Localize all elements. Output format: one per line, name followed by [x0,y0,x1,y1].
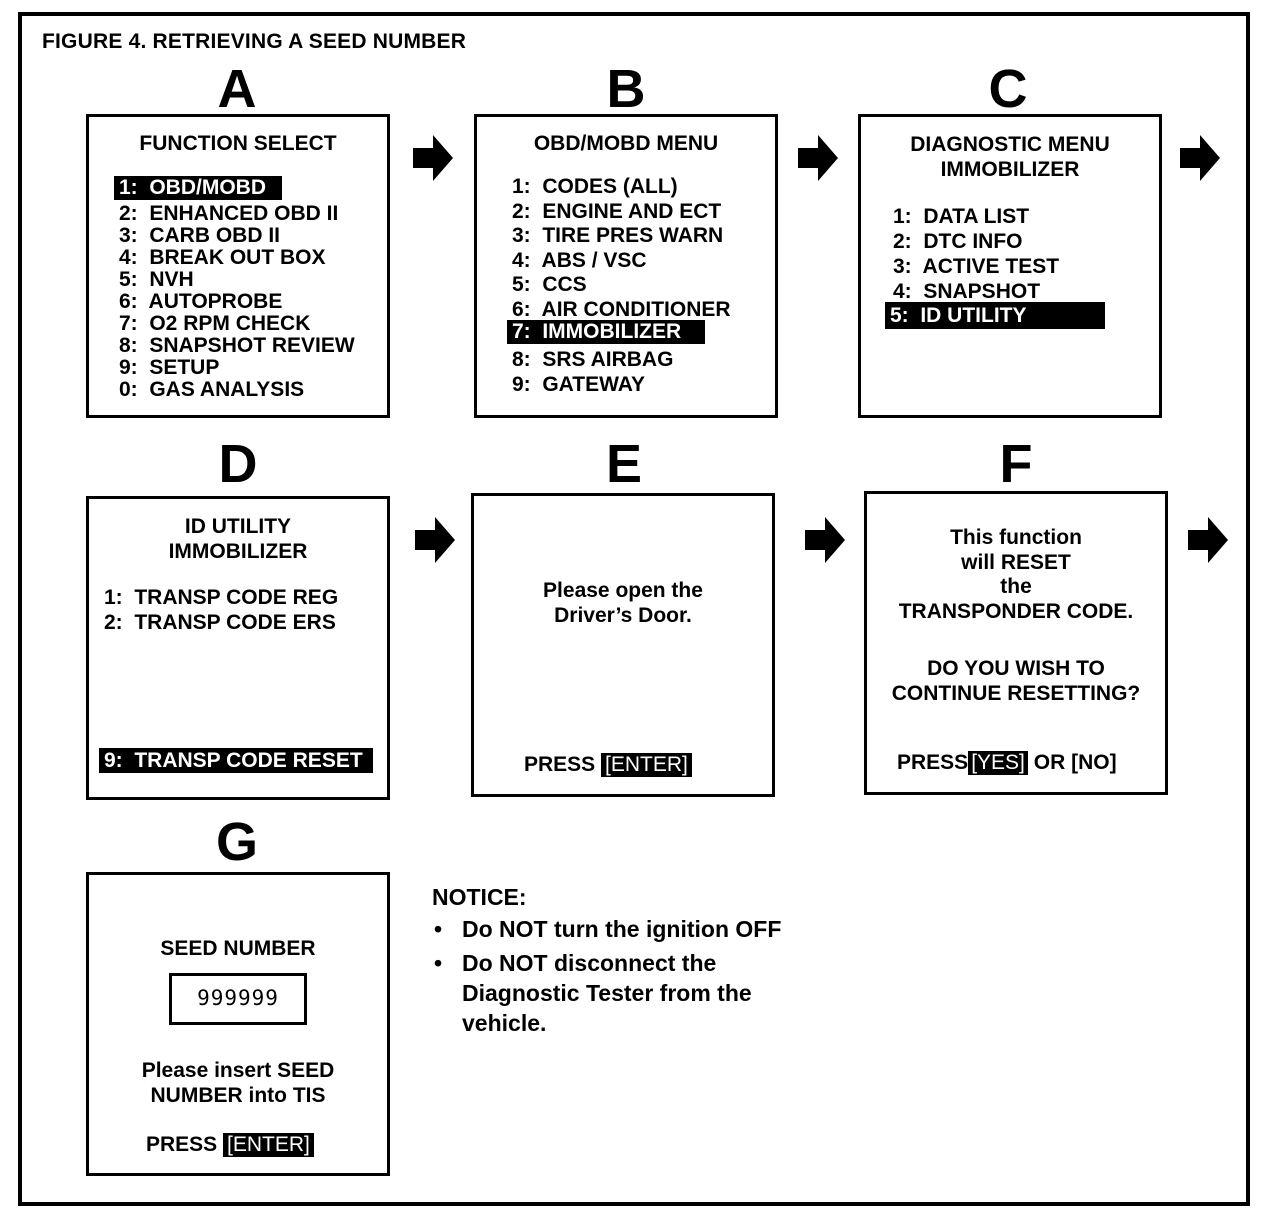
figure-title: FIGURE 4. RETRIEVING A SEED NUMBER [42,30,467,53]
panel-a-selected-item: 1: OBD/MOBD [114,176,282,200]
menu-item: 5: CCS [512,273,587,296]
panel-c-menu-list: 1: DATA LIST 2: DTC INFO 3: ACTIVE TEST … [893,204,1059,304]
menu-item: 5: NVH [119,268,194,291]
panel-c-title-line1: DIAGNOSTIC MENU [910,133,1110,156]
panel-d-title-line1: ID UTILITY [184,515,292,538]
menu-item: 2: ENGINE AND ECT [512,199,722,223]
panel-b-menu-list-bottom: 8: SRS AIRBAG 9: GATEWAY [512,347,673,397]
menu-item: 3: ACTIVE TEST [893,255,1060,278]
notice-list: Do NOT turn the ignition OFF Do NOT disc… [432,914,781,978]
menu-item: 6: AUTOPROBE [119,290,283,313]
panel-f-question-line: CONTINUE RESETTING? [891,682,1141,705]
menu-item: 1: DATA LIST [893,205,1030,228]
menu-item: 9: GATEWAY [512,373,646,396]
enter-key-label: [ENTER] [601,753,692,777]
menu-item: 8: SNAPSHOT REVIEW [119,334,355,357]
panel-d-menu-list: 1: TRANSP CODE REG 2: TRANSP CODE ERS [104,585,338,635]
notice-item: Do NOT disconnect the [432,948,781,978]
panel-b-title: OBD/MOBD MENU [533,132,719,155]
menu-item: 9: SETUP [119,356,220,379]
panel-e-open-door: Please open the Driver’s Door. PRESS [EN… [471,493,775,797]
menu-item: 2: TRANSP CODE ERS [104,611,336,634]
press-label: PRESS [146,1133,224,1156]
arrow-right-icon [805,517,845,563]
menu-item: 3: TIRE PRES WARN [512,224,724,247]
menu-item: 2: ENHANCED OBD II [119,202,339,225]
panel-d-title-line2: IMMOBILIZER [168,540,308,563]
panel-e-message-line1: Please open the [543,579,703,602]
press-label: PRESS [524,753,602,776]
panel-a-title: FUNCTION SELECT [139,132,337,155]
panel-g-title: SEED NUMBER [160,937,316,960]
arrow-right-icon [1188,517,1228,563]
figure-frame [18,12,1250,1206]
arrow-right-icon [415,517,455,563]
arrow-right-icon [1180,135,1220,181]
notice-block: NOTICE: Do NOT turn the ignition OFF Do … [432,882,781,1038]
panel-f-message-line: This function [950,526,1082,549]
panel-letter-g: G [215,812,258,872]
panel-g-seed-number: SEED NUMBER 999999 Please insert SEED NU… [86,872,390,1176]
panel-a-menu-list: 2: ENHANCED OBD II 3: CARB OBD II 4: BRE… [119,203,355,401]
panel-b-obd-menu: OBD/MOBD MENU 1: CODES (ALL) 2: ENGINE A… [474,114,778,418]
no-key-label: OR [NO] [1027,751,1117,774]
panel-f-press-prompt: PRESS[YES] OR [NO] [897,750,1117,776]
menu-item: 7: O2 RPM CHECK [119,312,311,335]
panel-g-message-line2: NUMBER into TIS [150,1084,326,1107]
panel-f-message-line: will RESET [961,551,1071,574]
panel-d-selected-item: 9: TRANSP CODE RESET [99,748,373,773]
panel-b-selected-item: 7: IMMOBILIZER [507,320,705,344]
panel-c-selected-item: 5: ID UTILITY [885,302,1105,329]
panel-g-press-prompt: PRESS [ENTER] [146,1132,314,1158]
panel-f-reset-confirm: This function will RESET the TRANSPONDER… [864,491,1168,795]
panel-e-message-line2: Driver’s Door. [554,604,692,627]
notice-item: Do NOT turn the ignition OFF [432,914,781,944]
press-label: PRESS [897,751,969,774]
notice-item-line: vehicle. [462,1010,547,1036]
panel-e-press-prompt: PRESS [ENTER] [524,752,692,778]
enter-key-label: [ENTER] [223,1133,314,1157]
notice-item-continuation: Diagnostic Tester from the vehicle. [432,978,781,1038]
notice-item-line: Do NOT disconnect the [462,950,717,976]
notice-heading: NOTICE: [432,884,527,910]
menu-item: 4: SNAPSHOT [893,280,1041,303]
menu-item: 2: DTC INFO [893,230,1023,253]
notice-item-line: Diagnostic Tester from the [462,980,752,1006]
menu-item: 4: BREAK OUT BOX [119,246,326,269]
menu-item: 8: SRS AIRBAG [512,348,674,371]
panel-d-id-utility: ID UTILITY IMMOBILIZER 1: TRANSP CODE RE… [86,496,390,800]
panel-letter-b: B [606,59,646,119]
menu-item: 6: AIR CONDITIONER [512,297,731,321]
menu-item: 4: ABS / VSC [512,248,647,272]
menu-item: 0: GAS ANALYSIS [119,378,305,401]
panel-f-message-line: TRANSPONDER CODE. [898,600,1134,623]
arrow-right-icon [798,135,838,181]
panel-letter-f: F [999,434,1033,494]
panel-letter-d: D [218,434,258,494]
menu-item: 3: CARB OBD II [119,224,281,247]
seed-number-display: 999999 [169,973,307,1025]
yes-key-label: [YES] [968,751,1028,775]
panel-f-message-line: the [1000,575,1032,598]
menu-item: 1: TRANSP CODE REG [104,586,339,609]
arrow-right-icon [413,135,453,181]
panel-c-diagnostic-menu: DIAGNOSTIC MENU IMMOBILIZER 1: DATA LIST… [858,114,1162,418]
panel-letter-e: E [605,434,643,494]
panel-f-question-line: DO YOU WISH TO [927,657,1105,680]
panel-b-menu-list-top: 1: CODES (ALL) 2: ENGINE AND ECT 3: TIRE… [512,175,731,322]
panel-a-function-select: FUNCTION SELECT 1: OBD/MOBD 2: ENHANCED … [86,114,390,418]
panel-c-title-line2: IMMOBILIZER [940,158,1080,181]
panel-g-message-line1: Please insert SEED [141,1059,335,1082]
menu-item: 1: CODES (ALL) [512,175,678,198]
panel-letter-c: C [988,59,1028,119]
panel-letter-a: A [217,59,257,119]
